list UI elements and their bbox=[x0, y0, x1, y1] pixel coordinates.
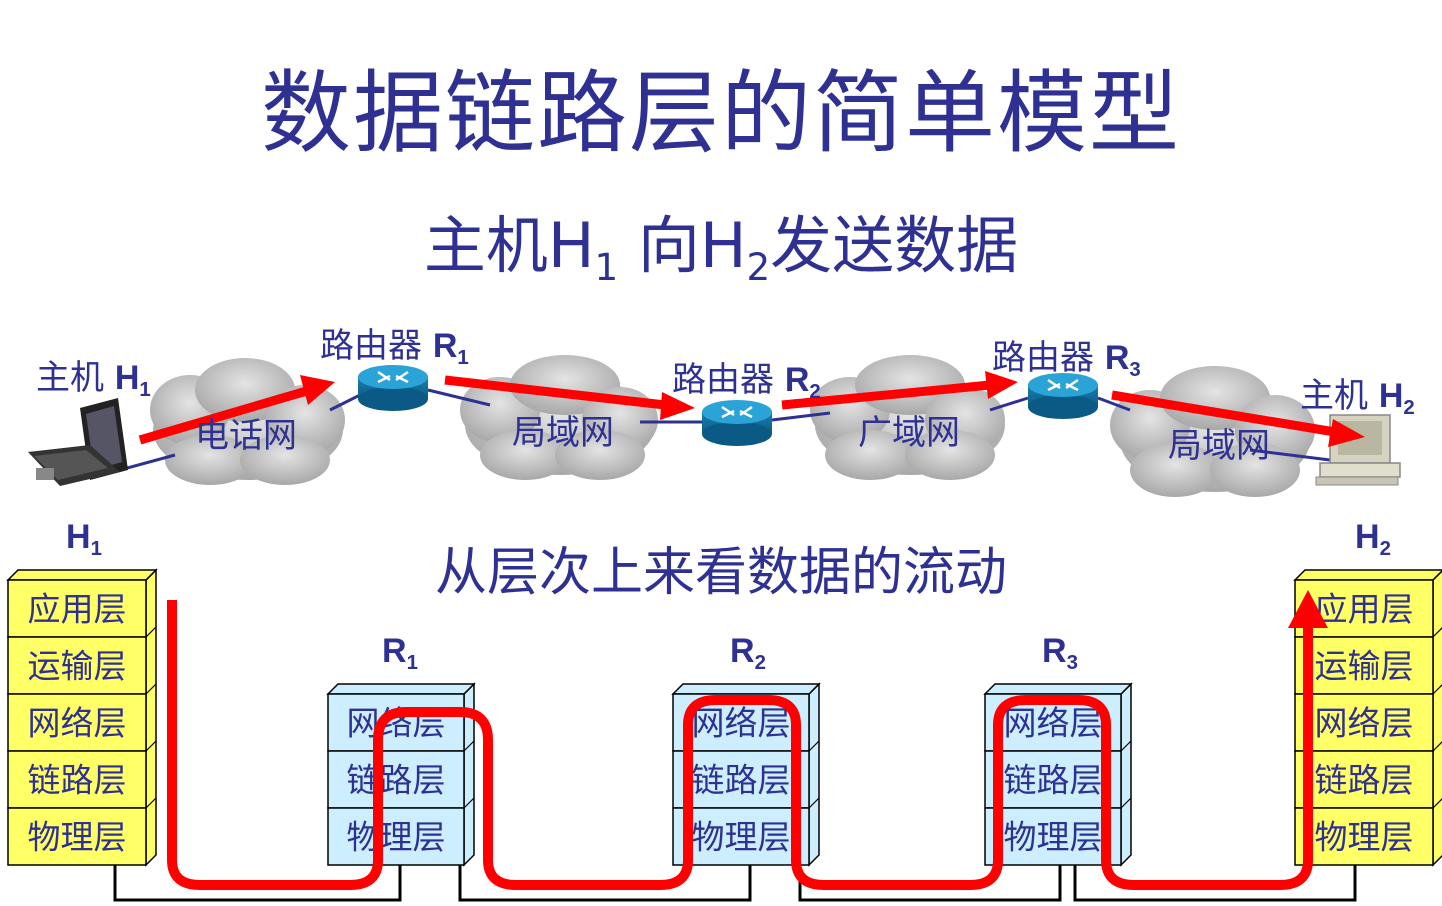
layer-label: 物理层 bbox=[347, 818, 446, 857]
layer-label: 网络层 bbox=[1315, 704, 1414, 743]
router-icon bbox=[358, 365, 428, 411]
layer-label: 链路层 bbox=[28, 761, 127, 800]
layer-box bbox=[984, 807, 1122, 866]
layer-label: 链路层 bbox=[1004, 761, 1103, 800]
subtitle-prefix: 主机 bbox=[423, 209, 548, 282]
layer-box bbox=[1294, 636, 1434, 695]
layer-divider bbox=[463, 740, 475, 752]
layer-divider bbox=[1432, 798, 1442, 809]
stack-label-r1: R1 bbox=[382, 632, 418, 675]
subtitle-h1: H bbox=[547, 209, 595, 282]
subtitle-middle: 向 bbox=[637, 209, 700, 282]
layer-divider bbox=[463, 683, 475, 695]
layer-label: 物理层 bbox=[692, 818, 791, 857]
stack-side-face bbox=[808, 682, 820, 867]
host1-label: 主机 H1 bbox=[36, 358, 151, 402]
layer-label: 网络层 bbox=[692, 704, 791, 743]
stack-top-face bbox=[326, 683, 476, 695]
layer-divider bbox=[145, 569, 157, 581]
layer-label: 应用层 bbox=[28, 590, 127, 629]
layer-divider bbox=[808, 740, 820, 752]
layer-divider bbox=[808, 797, 820, 809]
layer-divider bbox=[1120, 683, 1132, 695]
layer-label: 应用层 bbox=[1315, 590, 1414, 629]
layer-label: 运输层 bbox=[1315, 647, 1414, 686]
layer-divider bbox=[145, 740, 157, 752]
subtitle-suffix: 发送数据 bbox=[770, 209, 1019, 282]
router-icon bbox=[1028, 373, 1098, 419]
router-icon bbox=[702, 400, 772, 446]
subtitle-h2-sub: 2 bbox=[746, 245, 771, 290]
layer-divider bbox=[1120, 797, 1132, 809]
cloud-label-lan: 局域网 bbox=[512, 413, 614, 453]
subtitle: 主机H1 向H2发送数据 bbox=[0, 195, 1442, 289]
layer-box bbox=[7, 807, 147, 866]
layer-label: 物理层 bbox=[1004, 818, 1103, 857]
layer-box bbox=[672, 807, 810, 866]
layer-box bbox=[7, 693, 147, 752]
subtitle-h1-sub: 1 bbox=[594, 245, 619, 290]
layer-divider bbox=[808, 683, 820, 695]
router1-label: 路由器 R1 bbox=[320, 326, 469, 370]
layer-box bbox=[7, 579, 147, 638]
layer-label: 网络层 bbox=[28, 704, 127, 743]
cloud-label-phone-network: 电话网 bbox=[195, 416, 297, 456]
layer-label: 网络层 bbox=[1004, 704, 1103, 743]
layer-divider bbox=[1432, 741, 1442, 752]
layer-divider bbox=[1432, 570, 1442, 581]
stack-top-face bbox=[983, 683, 1133, 695]
layer-label: 链路层 bbox=[692, 761, 791, 800]
host2-label: 主机 H2 bbox=[1300, 376, 1415, 420]
layer-divider bbox=[1432, 684, 1442, 695]
subtitle-h2: H bbox=[699, 209, 747, 282]
protocol-stacks: 应用层运输层网络层链路层物理层网络层链路层物理层网络层链路层物理层网络层链路层物… bbox=[6, 568, 1442, 867]
desktop-computer-icon bbox=[1315, 414, 1401, 486]
stack-label-r2: R2 bbox=[730, 632, 766, 675]
layer-label: 物理层 bbox=[28, 818, 127, 857]
layer-label: 链路层 bbox=[347, 761, 446, 800]
layer-divider bbox=[145, 797, 157, 809]
layer-flow-path bbox=[167, 600, 1313, 890]
layer-box bbox=[1294, 693, 1434, 752]
laptop-icon bbox=[28, 398, 128, 486]
stack-side-face bbox=[1432, 569, 1442, 867]
cloud-label-wan: 广域网 bbox=[858, 413, 960, 453]
layer-box bbox=[327, 807, 465, 866]
stack-side-face bbox=[1120, 682, 1132, 867]
stack-label-h2: H2 bbox=[1355, 518, 1391, 561]
cloud-icon bbox=[810, 355, 1005, 480]
layer-divider bbox=[145, 683, 157, 695]
layer-flow-arrowhead bbox=[1288, 590, 1328, 628]
stack-label-r3: R3 bbox=[1042, 632, 1078, 675]
layer-label: 物理层 bbox=[1315, 818, 1414, 857]
stack-top-face bbox=[671, 683, 821, 695]
layer-label: 链路层 bbox=[1315, 761, 1414, 800]
stack-side-face bbox=[145, 568, 157, 867]
layer-box bbox=[1294, 807, 1434, 866]
layer-box bbox=[327, 693, 465, 752]
layer-box bbox=[1294, 750, 1434, 809]
router2-label: 路由器 R2 bbox=[672, 360, 821, 404]
layer-divider bbox=[1120, 740, 1132, 752]
layer-box bbox=[984, 750, 1122, 809]
section-heading: 从层次上来看数据的流动 bbox=[434, 543, 1007, 603]
layer-divider bbox=[145, 626, 157, 638]
network-links bbox=[119, 388, 1331, 472]
layer-divider bbox=[463, 797, 475, 809]
router3-label: 路由器 R3 bbox=[992, 338, 1141, 382]
layer-box bbox=[7, 750, 147, 809]
layer-label: 运输层 bbox=[28, 647, 127, 686]
layer-divider bbox=[1432, 627, 1442, 638]
stack-label-h1: H1 bbox=[66, 518, 102, 561]
layer-box bbox=[672, 750, 810, 809]
flow-arrows-top bbox=[138, 371, 1365, 447]
page-title: 数据链路层的简单模型 bbox=[261, 61, 1181, 166]
cloud-label-lan-2: 局域网 bbox=[1168, 426, 1270, 466]
